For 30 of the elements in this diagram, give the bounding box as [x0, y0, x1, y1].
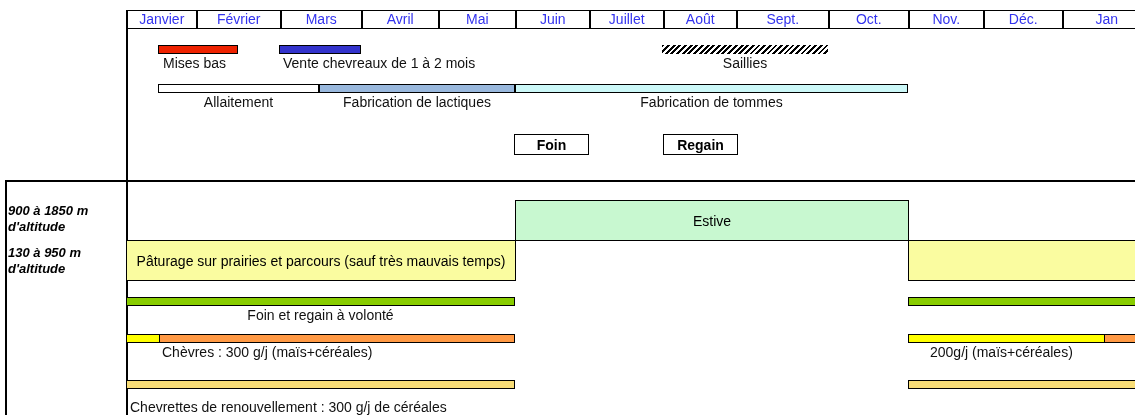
bar-label: Foin et regain à volonté: [247, 307, 394, 323]
period-box: [908, 240, 1135, 281]
period-box: Regain: [663, 134, 738, 155]
bar-label: Chevrettes de renouvellement : 300 g/j de céréales: [130, 399, 447, 415]
period-box: Foin: [514, 134, 589, 155]
bar-label: 200g/j (maïs+céréales): [930, 344, 1073, 360]
month-cell: Février: [196, 10, 282, 29]
bar-label: Vente chevreaux de 1 à 2 mois: [283, 55, 476, 71]
month-cell: Jan: [1062, 10, 1135, 29]
bar-label: Fabrication de lactiques: [343, 94, 491, 110]
period-box: Estive: [515, 200, 909, 241]
bar-label: Mises bas: [163, 55, 227, 71]
month-cell: Déc.: [983, 10, 1064, 29]
bar-label: Fabrication de tommes: [640, 94, 783, 110]
bar-label: Allaitement: [203, 94, 274, 110]
month-cell: Mai: [438, 10, 517, 29]
month-cell: Mars: [280, 10, 363, 29]
month-cell: Juillet: [589, 10, 665, 29]
month-cell: Avril: [361, 10, 440, 29]
bar-label: Chèvres : 300 g/j (maïs+céréales): [162, 344, 373, 360]
month-cell: Août: [663, 10, 738, 29]
altitude-label: 130 à 950 m d'altitude: [8, 245, 82, 277]
month-cell: Janvier: [126, 10, 198, 29]
month-cell: Juin: [515, 10, 591, 29]
period-box: Pâturage sur prairies et parcours (sauf très mauvais temps): [126, 240, 516, 281]
bar-label: Saillies: [722, 55, 768, 71]
month-cell: Oct.: [828, 10, 910, 29]
month-cell: Sept.: [736, 10, 830, 29]
altitude-label: 900 à 1850 m d'altitude: [8, 203, 90, 235]
month-cell: Nov.: [908, 10, 985, 29]
